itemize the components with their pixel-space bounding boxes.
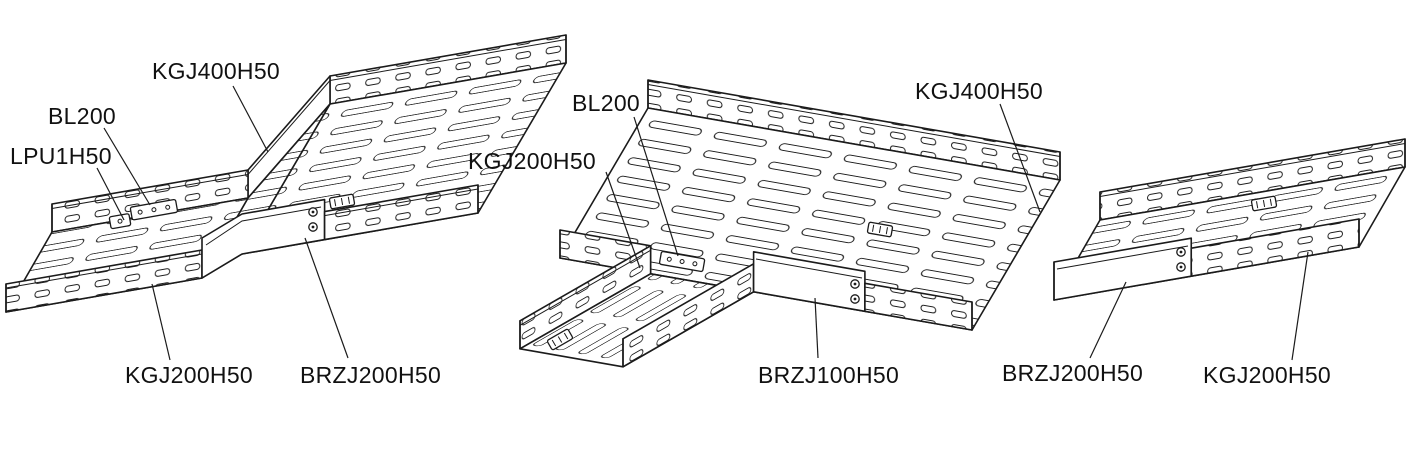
narrow-tray-200 xyxy=(5,169,249,313)
bolt-icon xyxy=(308,222,318,232)
left-assembly-drawing xyxy=(5,34,567,313)
middle-assembly-drawing xyxy=(519,79,1061,368)
lpu1-clamp xyxy=(108,213,132,230)
right-assembly-drawing xyxy=(1053,138,1406,301)
leader-line xyxy=(151,283,171,361)
label-mid-kgj400h50: KGJ400H50 xyxy=(915,78,1043,104)
leader-lines xyxy=(96,85,1309,361)
label-left-bl200: BL200 xyxy=(48,103,117,129)
brand-stamp-icon xyxy=(546,328,574,351)
label-left-brzj200h50: BRZJ200H50 xyxy=(300,362,442,388)
leader-line xyxy=(814,297,819,359)
end-cut-edges xyxy=(1053,138,1406,301)
leader-line xyxy=(96,167,125,221)
bl200-connector xyxy=(658,250,706,273)
label-left-lpu1h50: LPU1H50 xyxy=(10,143,112,169)
end-cut-edges xyxy=(5,34,567,313)
bolt-icon xyxy=(850,279,860,289)
label-right-brzj200h50: BRZJ200H50 xyxy=(1002,360,1144,386)
label-left-kgj400h50: KGJ400H50 xyxy=(152,58,280,84)
leader-line xyxy=(103,127,151,206)
leader-line xyxy=(1089,281,1127,359)
leader-line xyxy=(1291,251,1309,361)
reducer-panel-brzj100 xyxy=(752,251,866,313)
label-right-kgj200h50: KGJ200H50 xyxy=(1203,362,1331,388)
brand-stamp-icon xyxy=(866,221,894,238)
label-mid-bl200: BL200 xyxy=(572,90,641,116)
brand-stamp-icon xyxy=(1250,195,1278,212)
label-mid-kgj200h50: KGJ200H50 xyxy=(468,148,596,174)
leader-line xyxy=(605,171,641,269)
brand-stamp-icon xyxy=(328,193,356,210)
bl200-connector xyxy=(129,198,179,221)
end-cut-edges xyxy=(519,79,1061,368)
leader-line xyxy=(633,116,679,257)
bolt-icon xyxy=(308,207,318,217)
label-left-kgj200h50: KGJ200H50 xyxy=(125,362,253,388)
leader-line xyxy=(232,85,269,153)
label-mid-brzj100h50: BRZJ100H50 xyxy=(758,362,900,388)
bolt-icon xyxy=(1176,247,1186,257)
leader-line xyxy=(304,237,349,359)
leader-line xyxy=(999,103,1041,213)
wide-tray-400 xyxy=(559,79,1061,331)
bolt-icon xyxy=(1176,262,1186,272)
bolt-icon xyxy=(850,294,860,304)
